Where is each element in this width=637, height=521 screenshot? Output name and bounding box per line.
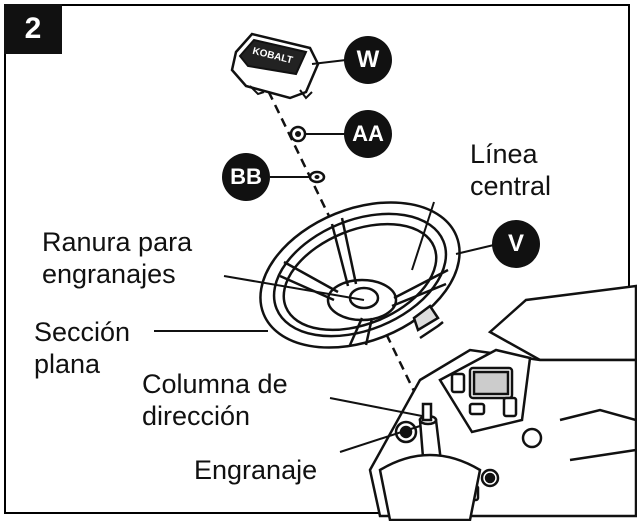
part-badge-w-text: W [356, 46, 380, 73]
part-badge-bb-text: BB [230, 164, 262, 189]
label-linea-central-line1: Línea [470, 139, 538, 169]
label-linea-central-line2: central [470, 171, 552, 201]
nut [289, 125, 307, 143]
part-badge-w: W [344, 36, 392, 84]
label-columna-line2: dirección [142, 401, 251, 431]
step-number: 2 [24, 12, 42, 45]
label-seccion-line1: Sección [34, 317, 131, 347]
label-ranura-line2: engranajes [42, 259, 176, 289]
assembly-axis-dashed-line [260, 77, 430, 421]
part-badge-bb: BB [222, 153, 270, 201]
label-seccion-plana: Sección plana [34, 316, 130, 380]
label-engranaje-text: Engranaje [194, 455, 318, 485]
label-linea-central: Línea central [470, 138, 551, 202]
label-ranura-line1: Ranura para [42, 227, 193, 257]
label-columna-line1: Columna de [142, 369, 288, 399]
washer [308, 170, 326, 184]
label-columna-de-direccion: Columna de dirección [142, 368, 288, 432]
steering-wheel [259, 201, 461, 349]
steering-column [378, 402, 482, 521]
step-number-box: 2 [4, 4, 62, 54]
part-badge-aa-text: AA [352, 121, 384, 146]
part-badge-aa: AA [344, 110, 392, 158]
part-badge-v-text: V [507, 230, 524, 257]
label-engranaje: Engranaje [194, 454, 317, 486]
label-seccion-line2: plana [34, 349, 101, 379]
label-ranura-para-engranajes: Ranura para engranajes [42, 226, 192, 290]
figure-border [4, 4, 630, 514]
kobalt-cap: KOBALT [230, 32, 320, 100]
part-badge-v: V [492, 220, 540, 268]
